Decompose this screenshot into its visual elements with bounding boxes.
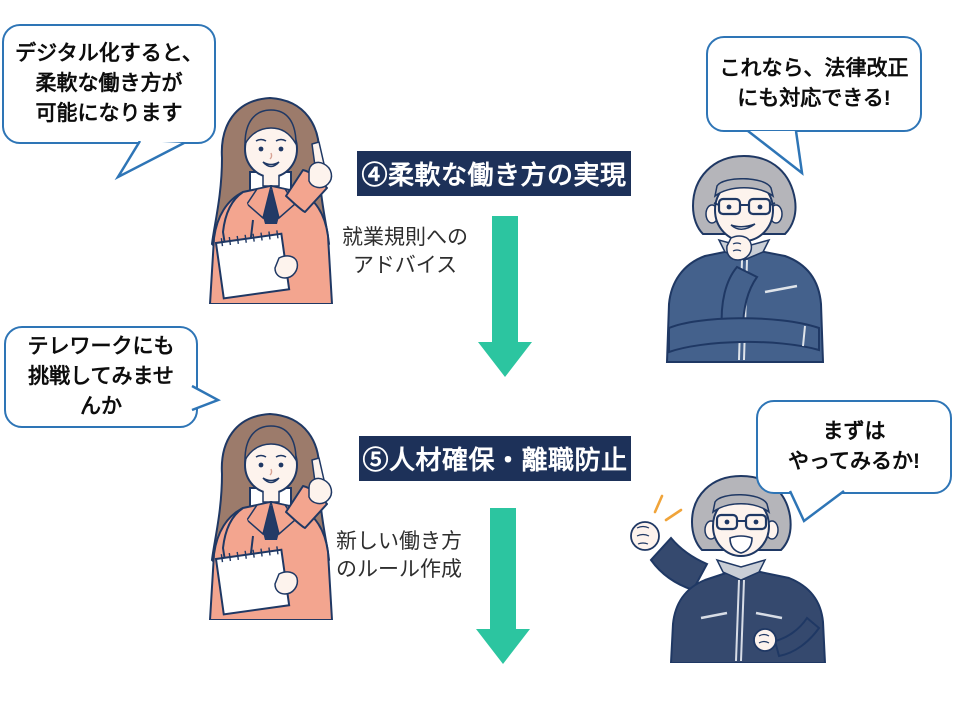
speech-bubble-digital-tail [114, 141, 185, 181]
speech-bubble-law: これなら、法律改正 にも対応できる! [706, 36, 922, 132]
worker-man-thinking-illustration [627, 152, 862, 367]
step5-note: 新しい働き方 のルール作成 [336, 530, 462, 581]
speech-bubble-telework-tail [191, 384, 221, 412]
consultant-woman-illustration-middle [183, 408, 358, 620]
down-arrow-1 [478, 216, 532, 377]
step5-title-box: ⑤人材確保・離職防止 [359, 436, 631, 481]
step4-title-box: ④柔軟な働き方の実現 [357, 151, 631, 196]
speech-bubble-digital: デジタル化すると、 柔軟な働き方が 可能になります [2, 24, 216, 144]
down-arrow-2 [476, 508, 530, 664]
speech-bubble-law-tail [747, 130, 804, 176]
speech-bubble-try-tail [788, 490, 845, 523]
speech-bubble-telework: テレワークにも 挑戦してみませ んか [4, 326, 198, 428]
step4-note: 就業規則への アドバイス [342, 226, 468, 277]
speech-bubble-try: まずは やってみるか! [756, 400, 952, 494]
